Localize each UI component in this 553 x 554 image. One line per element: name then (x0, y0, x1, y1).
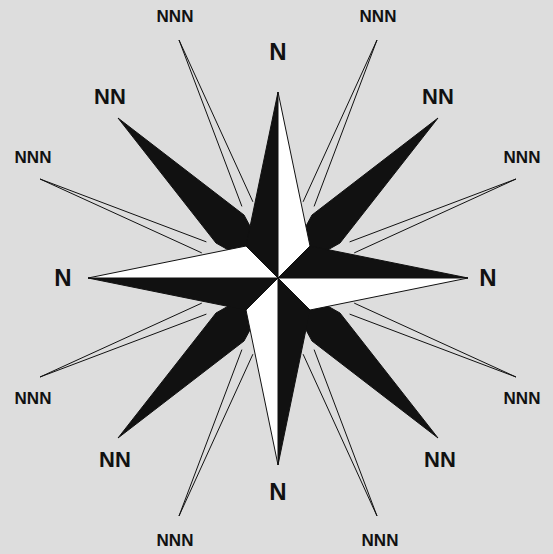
compass-label: NNN (360, 8, 397, 25)
main-points (88, 92, 468, 465)
compass-label: NNN (157, 8, 194, 25)
compass-label: NNN (15, 390, 52, 407)
main-point-dark (278, 246, 468, 278)
main-point-light (278, 278, 468, 310)
compass-label: N (479, 266, 496, 290)
main-point-light (88, 246, 278, 278)
main-point-dark (278, 278, 310, 465)
compass-label: NN (94, 86, 126, 108)
main-point-light (246, 278, 278, 465)
compass-label: NNN (157, 532, 194, 549)
compass-label: N (54, 266, 71, 290)
compass-label: N (269, 40, 286, 64)
compass-label: NNN (504, 390, 541, 407)
compass-label: NNN (504, 149, 541, 166)
compass-label: NNN (362, 532, 399, 549)
compass-label: NN (422, 86, 454, 108)
compass-label: N (269, 480, 286, 504)
compass-label: NN (424, 449, 456, 471)
main-point-dark (88, 278, 278, 310)
compass-label: NNN (15, 149, 52, 166)
thin-spikes (40, 40, 516, 516)
compass-label: NN (99, 449, 131, 471)
